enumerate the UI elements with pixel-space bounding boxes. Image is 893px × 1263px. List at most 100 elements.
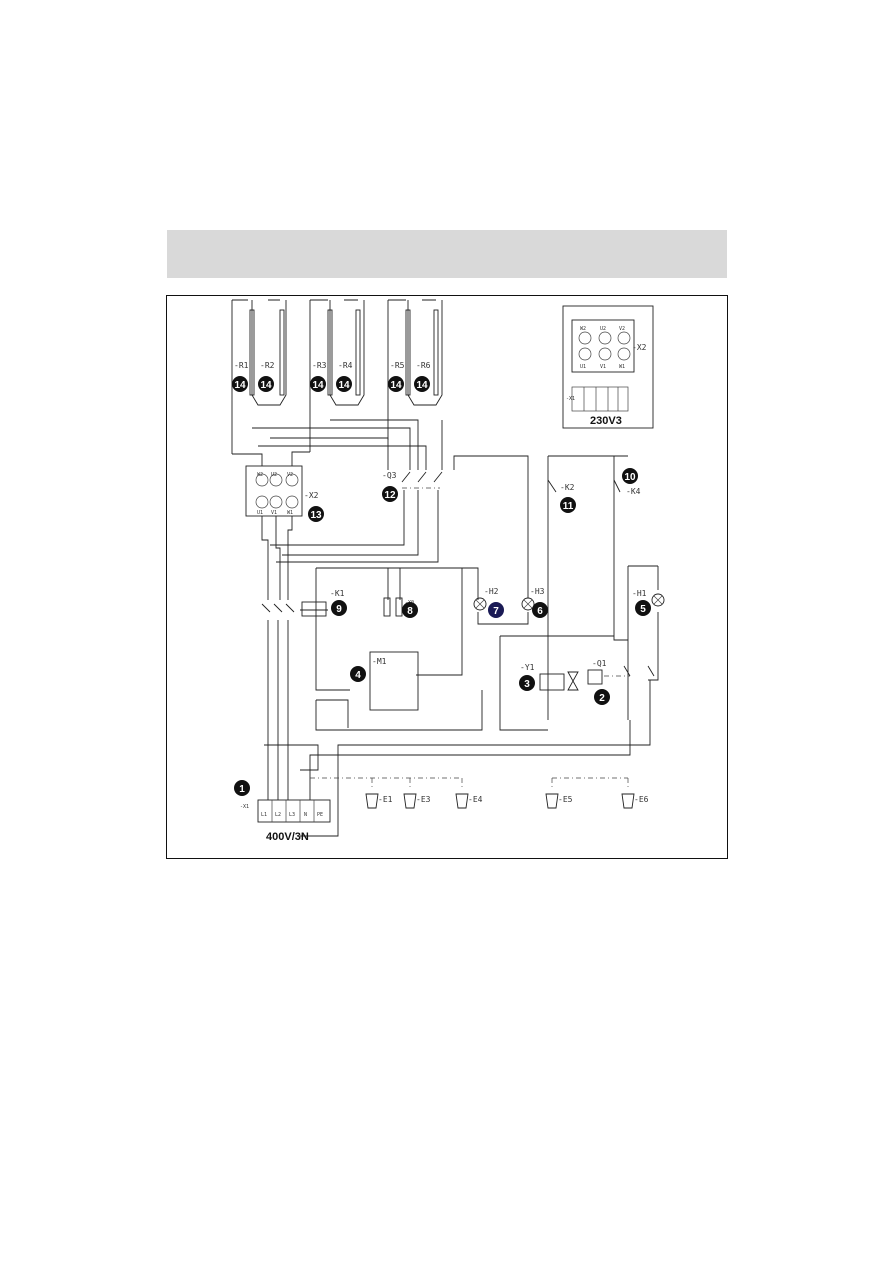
thermostat-q1	[587, 669, 603, 685]
fuse-x0	[383, 597, 403, 617]
label-r4: -R4	[338, 361, 353, 370]
inset-terminal-text: -X1	[566, 396, 575, 402]
inset-term-top-2: U2	[600, 326, 606, 332]
badge-10: 10	[622, 468, 638, 484]
label-r6: -R6	[416, 361, 431, 370]
inset-term-top-3: V2	[619, 326, 625, 332]
badge-14-r6: 14	[414, 376, 430, 392]
badge-4: 4	[350, 666, 366, 682]
motor-box-m1	[369, 651, 419, 711]
svg-text:13: 13	[310, 510, 322, 521]
label-h2: -H2	[484, 587, 499, 596]
svg-text:9: 9	[336, 604, 342, 615]
badge-5: 5	[635, 600, 651, 616]
mains-pe: PE	[317, 812, 323, 818]
badge-14-r4: 14	[336, 376, 352, 392]
svg-text:14: 14	[260, 380, 272, 391]
svg-text:1: 1	[239, 784, 245, 795]
badge-8: 8	[402, 602, 418, 618]
badge-2: 2	[594, 689, 610, 705]
label-e1: -E1	[378, 795, 393, 804]
badge-7: 7	[488, 602, 504, 618]
svg-text:12: 12	[384, 490, 396, 501]
inset-230v3	[562, 305, 654, 429]
svg-text:14: 14	[312, 380, 324, 391]
lamp-h2	[473, 597, 487, 611]
mains-l3: L3	[289, 812, 295, 818]
mains-l2: L2	[275, 812, 281, 818]
x2-term-top-1: W2	[257, 472, 263, 478]
inset-term-bot-2: V1	[600, 364, 606, 370]
label-e5: -E5	[558, 795, 573, 804]
label-r1: -R1	[234, 361, 249, 370]
label-m1: -M1	[372, 657, 387, 666]
badge-3: 3	[519, 675, 535, 691]
label-k2: -K2	[560, 483, 575, 492]
svg-text:3: 3	[524, 679, 530, 690]
svg-text:14: 14	[390, 380, 402, 391]
svg-text:4: 4	[355, 670, 361, 681]
svg-text:10: 10	[624, 472, 636, 483]
inset-term-bot-1: U1	[580, 364, 586, 370]
svg-text:2: 2	[599, 693, 605, 704]
label-e6: -E6	[634, 795, 649, 804]
label-h1: -H1	[632, 589, 647, 598]
badge-9: 9	[331, 600, 347, 616]
label-h3: -H3	[530, 587, 545, 596]
badge-6: 6	[532, 602, 548, 618]
badge-13: 13	[308, 506, 324, 522]
solenoid-y1	[539, 671, 579, 691]
label-k4: -K4	[626, 487, 641, 496]
mains-terminal-x1	[257, 799, 331, 823]
badge-14-r1: 14	[232, 376, 248, 392]
x2-term-bot-2: V1	[271, 510, 277, 516]
svg-text:6: 6	[537, 606, 543, 617]
header-band	[167, 230, 727, 278]
x2-term-top-3: V2	[287, 472, 293, 478]
label-r3: -R3	[312, 361, 327, 370]
badge-14-r5: 14	[388, 376, 404, 392]
badge-1: 1	[234, 780, 250, 796]
svg-text:7: 7	[493, 606, 499, 617]
label-x1: -X1	[240, 804, 249, 810]
lamp-h3	[521, 597, 535, 611]
inset-term-top-1: W2	[580, 326, 586, 332]
badge-14-r2: 14	[258, 376, 274, 392]
label-r5: -R5	[390, 361, 405, 370]
label-x2-inset: -X2	[632, 343, 647, 352]
label-q1: -Q1	[592, 659, 607, 668]
label-e4: -E4	[468, 795, 483, 804]
diagram-frame	[166, 295, 728, 859]
heater-connectors	[365, 793, 635, 809]
label-k1: -K1	[330, 589, 345, 598]
lamp-h1	[651, 593, 665, 607]
supply-voltage-label: 400V/3N	[266, 831, 309, 843]
badge-14-r3: 14	[310, 376, 326, 392]
heating-elements	[231, 299, 443, 454]
x2-term-top-2: U2	[271, 472, 277, 478]
switch-symbols	[261, 471, 655, 677]
label-e3: -E3	[416, 795, 431, 804]
svg-text:14: 14	[234, 380, 246, 391]
mains-n: N	[304, 812, 307, 818]
mains-l1: L1	[261, 812, 267, 818]
badge-12: 12	[382, 486, 398, 502]
relay-coil-k1	[301, 601, 327, 617]
svg-text:8: 8	[407, 606, 413, 617]
inset-term-bot-3: W1	[619, 364, 625, 370]
svg-text:5: 5	[640, 604, 646, 615]
label-r2: -R2	[260, 361, 275, 370]
svg-text:11: 11	[563, 501, 574, 512]
label-q3: -Q3	[382, 471, 397, 480]
label-y1: -Y1	[520, 663, 535, 672]
x2-term-bot-1: U1	[257, 510, 263, 516]
terminal-block-x2	[245, 465, 303, 517]
wiring-network	[232, 419, 659, 837]
svg-text:14: 14	[416, 380, 428, 391]
inset-voltage-label: 230V3	[590, 415, 622, 427]
x2-term-bot-3: W1	[287, 510, 293, 516]
svg-text:14: 14	[338, 380, 350, 391]
label-x2: -X2	[304, 491, 319, 500]
badge-11: 11	[560, 497, 576, 513]
